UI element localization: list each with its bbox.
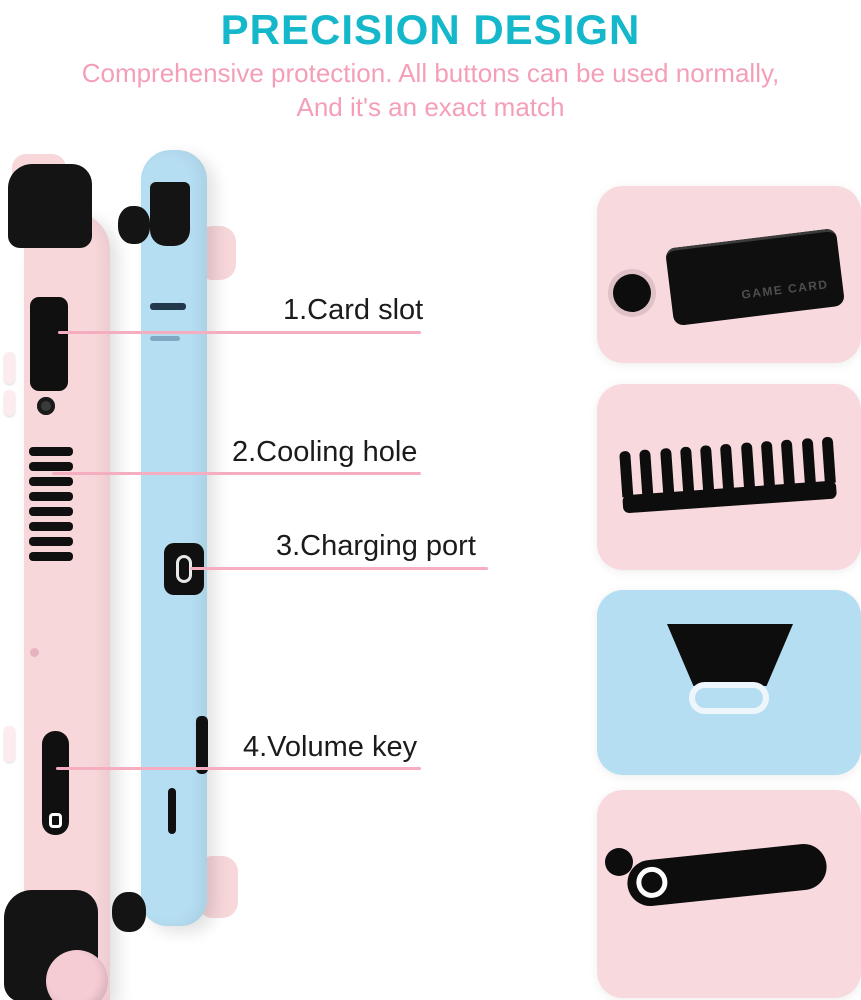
leader-line-cooling-hole bbox=[52, 472, 421, 475]
subtitle-line-2: And it's an exact match bbox=[296, 92, 565, 122]
vent-slat bbox=[29, 507, 73, 516]
screw-hole bbox=[37, 397, 55, 415]
volume-key-marking bbox=[49, 813, 62, 828]
kickstand-slot bbox=[196, 716, 208, 774]
vent-fin bbox=[821, 436, 836, 484]
annotation-charging-port: 3.Charging port bbox=[276, 530, 476, 562]
release-button bbox=[118, 206, 150, 244]
leader-line-card-slot bbox=[58, 331, 421, 334]
vent-fin bbox=[639, 449, 654, 497]
vent-slat bbox=[29, 552, 73, 561]
release-button-bottom bbox=[112, 892, 146, 932]
cooling-vents bbox=[29, 447, 73, 567]
volume-rocker bbox=[625, 841, 829, 909]
vent-fin bbox=[781, 439, 796, 487]
leader-line-charging-port bbox=[190, 567, 488, 570]
vent-slat bbox=[29, 492, 73, 501]
annotation-volume-key: 4.Volume key bbox=[243, 731, 418, 763]
screw-hole-icon bbox=[605, 848, 633, 876]
card-slot-opening bbox=[30, 297, 68, 391]
vent-fin bbox=[659, 447, 674, 495]
rail-slot bbox=[150, 336, 180, 341]
volume-key-opening bbox=[42, 731, 69, 835]
analog-stick bbox=[46, 950, 108, 1000]
headphone-jack-icon bbox=[613, 274, 651, 312]
vent-fin bbox=[700, 445, 715, 492]
side-button bbox=[4, 726, 15, 762]
vent-fin bbox=[679, 446, 695, 494]
subtitle-line-1: Comprehensive protection. All buttons ca… bbox=[81, 58, 780, 88]
annotation-card-slot: 1.Card slot bbox=[283, 294, 424, 326]
vent-slat bbox=[29, 447, 73, 456]
speaker-slot bbox=[168, 788, 176, 834]
power-button-ring bbox=[634, 865, 669, 900]
annotation-cooling-hole: 2.Cooling hole bbox=[232, 436, 418, 468]
vent-fin bbox=[740, 442, 755, 489]
pink-joycon-peek-top bbox=[202, 226, 236, 280]
leader-line-volume-key bbox=[56, 767, 421, 770]
usb-c-port-outline bbox=[689, 682, 769, 714]
vent-fin bbox=[760, 440, 776, 488]
vent-slat bbox=[29, 537, 73, 546]
rail-slot bbox=[150, 303, 186, 310]
vent-fin bbox=[619, 450, 634, 498]
joycon-top-bumper bbox=[8, 164, 92, 248]
vent-slat bbox=[29, 477, 73, 486]
rail-cutout bbox=[150, 182, 190, 246]
vent-fin bbox=[801, 438, 816, 485]
port-recess bbox=[667, 624, 793, 686]
game-card-label: GAME CARD bbox=[740, 277, 830, 302]
vent-slat bbox=[29, 522, 73, 531]
detail-card-volume-key bbox=[597, 790, 861, 998]
case-dimple bbox=[30, 648, 39, 657]
detail-card-cooling-hole bbox=[597, 384, 861, 570]
game-card-slot-cover: GAME CARD bbox=[664, 227, 846, 327]
vent-slat bbox=[29, 462, 73, 471]
page-title: PRECISION DESIGN bbox=[220, 6, 641, 53]
side-button bbox=[4, 352, 15, 384]
detail-card-card-slot: GAME CARD bbox=[597, 186, 861, 363]
detail-card-charging-port bbox=[597, 590, 861, 775]
cooling-vent-comb bbox=[619, 435, 837, 514]
side-button bbox=[4, 390, 15, 416]
vent-fin bbox=[720, 443, 735, 491]
